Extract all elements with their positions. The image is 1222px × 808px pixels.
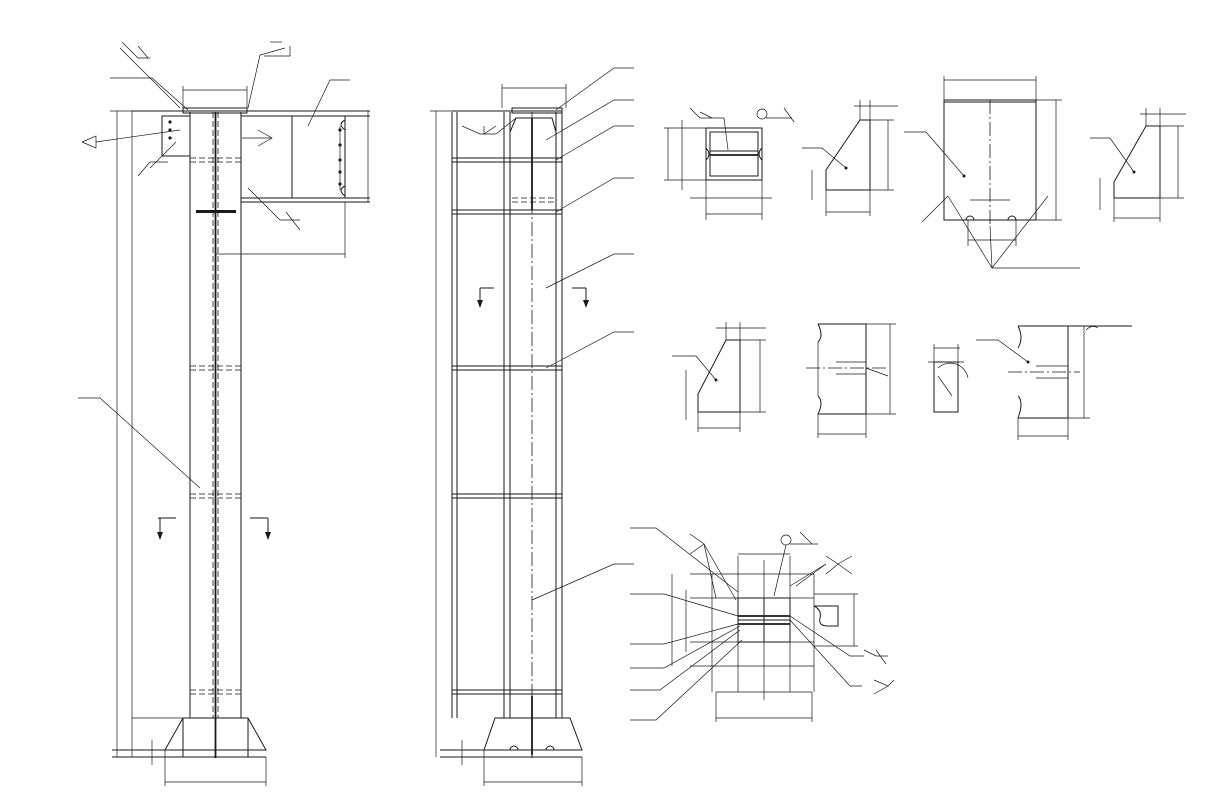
web-plate-detail [904,76,1080,269]
column-elevation-middle [430,67,634,786]
stiffener-plate-detail-3 [672,322,766,432]
stiffener-plate-detail-1 [802,100,898,216]
small-plate-detail [928,344,969,413]
section-detail-a [664,107,795,220]
base-plate-detail [976,325,1132,440]
stiffener-plate-detail-2 [1090,108,1186,222]
column-cross-section [630,527,895,722]
cap-plate-detail [806,323,896,438]
column-elevation-left [78,41,370,786]
